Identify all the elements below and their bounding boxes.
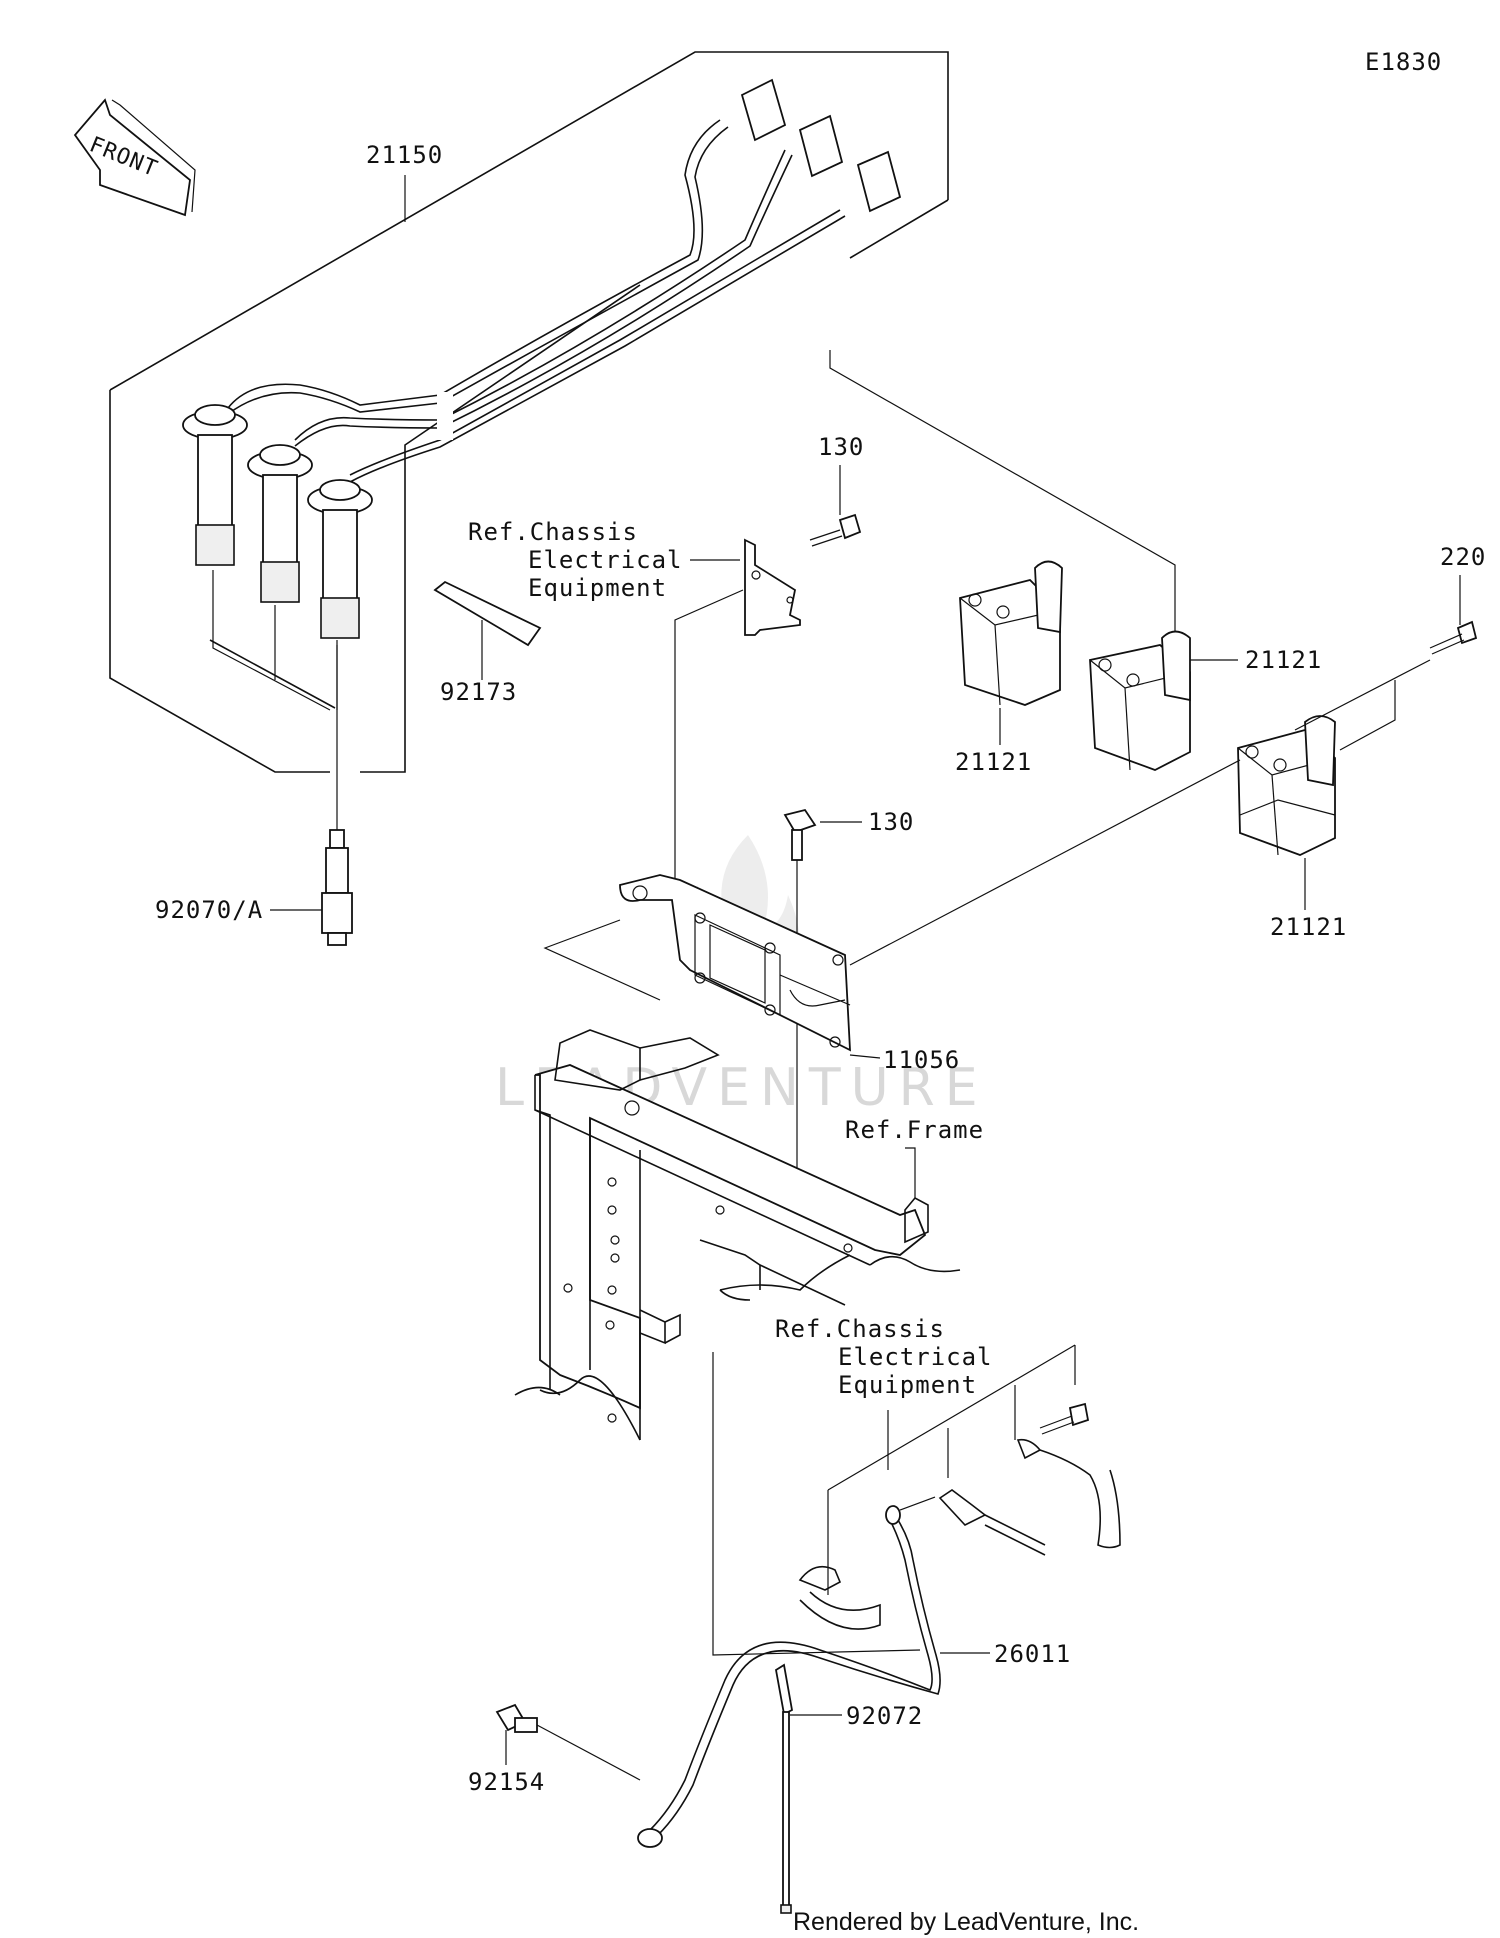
bolt-130-mid [783,808,817,861]
ignition-coil-right [1237,715,1336,856]
label-130-top: 130 [818,433,864,461]
ref-chassis-bot-line2: Electrical [838,1343,993,1371]
ref-chassis-bot-line3: Equipment [838,1371,977,1399]
label-26011: 26011 [994,1640,1071,1668]
credit-text: Rendered by LeadVenture, Inc. [793,1908,1139,1936]
bolt-220 [1429,620,1478,655]
upper-mount-bracket [744,538,801,636]
plug-lead-set-frame [109,51,949,773]
bolt-130-top [809,513,862,547]
coil-mount-bracket [619,874,851,1052]
label-21121-right: 21121 [1245,646,1322,674]
coil-end-caps [740,78,902,213]
label-220: 220 [1440,543,1486,571]
spark-plug [270,645,353,946]
plug-wrench-tool [433,580,542,680]
ref-chassis-bot-line1: Ref.Chassis [775,1315,945,1343]
diagram-code: E1830 [1365,48,1442,76]
label-11056: 11056 [883,1046,960,1074]
cable-tie [775,1663,794,1914]
vehicle-frame [514,1029,961,1441]
plug-cap-2 [247,444,313,603]
ignition-cables [227,119,846,483]
label-21150: 21150 [366,141,443,169]
label-ref-frame: Ref.Frame [845,1116,984,1144]
ref-chassis-top-line2: Electrical [528,546,683,574]
ref-chassis-top-line3: Equipment [528,574,667,602]
label-130-mid: 130 [868,808,914,836]
ground-connection-area [712,1344,1121,1656]
bolt-lower [1039,1402,1090,1435]
label-21121-mid: 21121 [955,748,1032,776]
label-92070a: 92070/A [155,896,263,924]
plug-cap-1 [182,404,248,566]
plug-cap-3 [307,479,373,639]
ignition-coil-middle [1089,630,1191,771]
label-92173: 92173 [440,678,517,706]
ground-cable [637,1505,941,1848]
label-92154: 92154 [468,1768,545,1796]
ignition-coil-left [959,560,1063,706]
ref-chassis-top-line1: Ref.Chassis [468,518,638,546]
bolt-92154 [495,1703,538,1733]
label-92072: 92072 [846,1702,923,1730]
front-arrow-icon: FRONT [73,98,196,217]
label-21121-low: 21121 [1270,913,1347,941]
